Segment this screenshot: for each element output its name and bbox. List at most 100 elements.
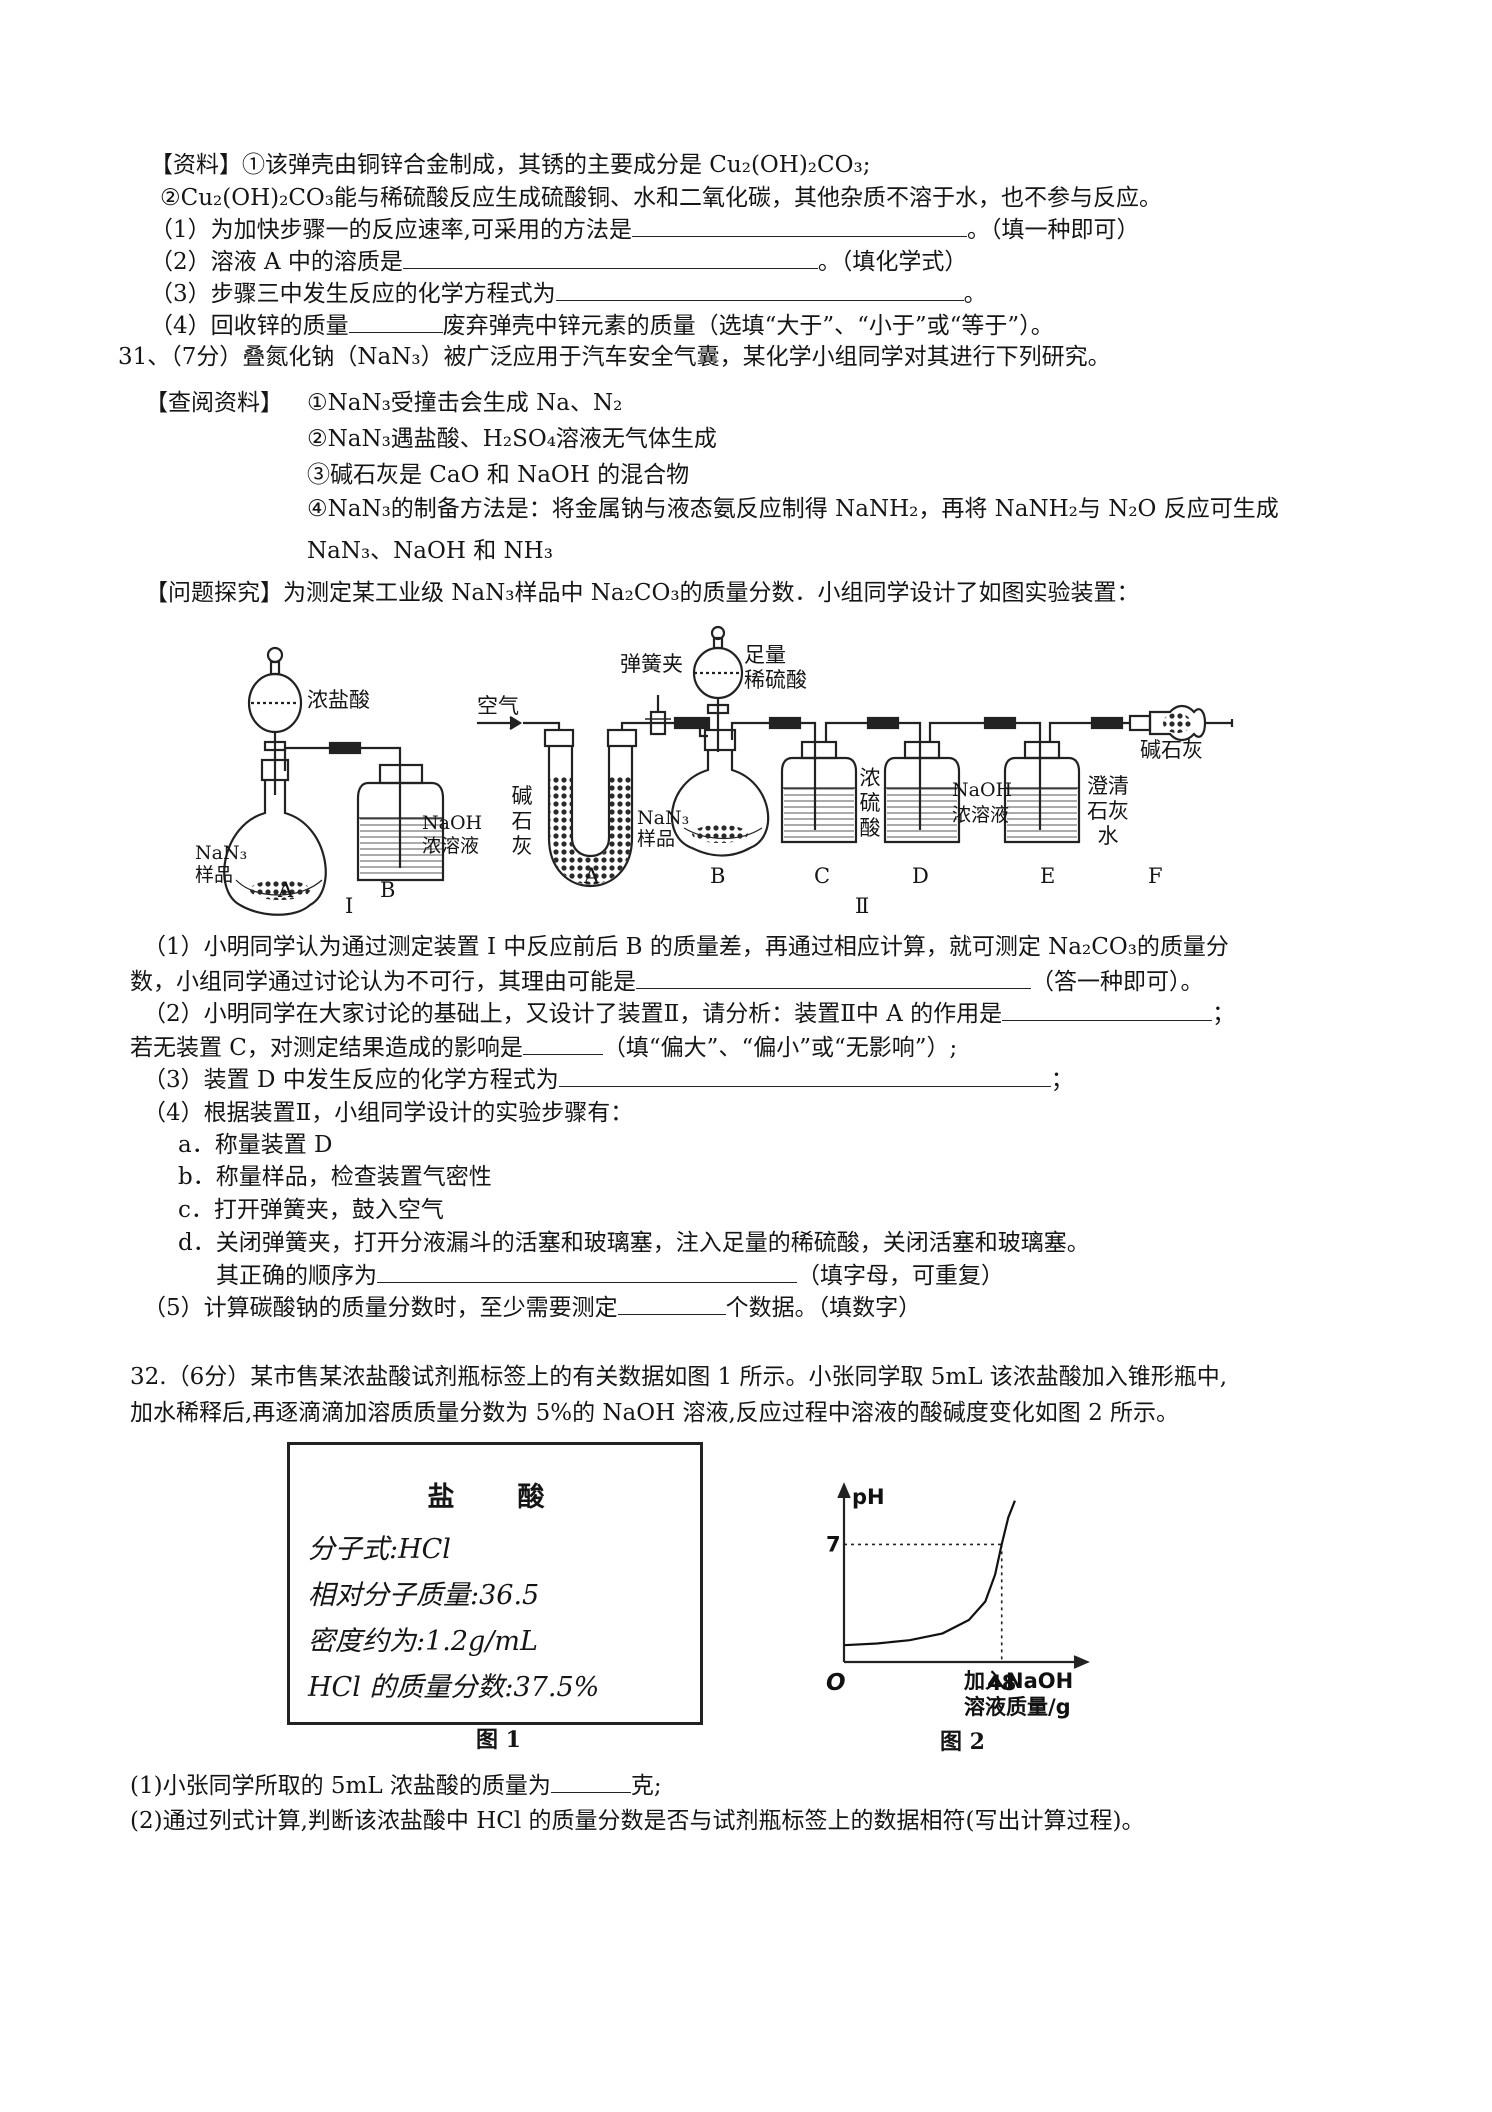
sec31-step-d: d．关闭弹簧夹，打开分液漏斗的活塞和玻璃塞，注入足量的稀硫酸，关闭活塞和玻璃塞。 xyxy=(178,1230,1090,1256)
sec31-q2b: 若无装置 C，对测定结果造成的影响是（填“偏大”、“偏小”或“无影响”）; xyxy=(130,1032,957,1063)
label-conc-h2so4-C: 浓硫酸 xyxy=(859,766,881,840)
reagent-label-formula: 分子式:HCl xyxy=(308,1534,451,1565)
sec30-q1: （1）为加快步骤一的反应速率,可采用的方法是 。（填一种即可） xyxy=(150,214,1139,245)
label-enough: 足量 xyxy=(744,643,786,667)
reagent-label-mr: 相对分子质量:36.5 xyxy=(308,1580,540,1611)
ph-chart-x-arrow xyxy=(1073,1655,1090,1669)
sec30-q3-blank[interactable] xyxy=(555,278,964,301)
sec31-q1-blank[interactable] xyxy=(636,966,1031,989)
sec32-line2: 加水稀释后,再逐滴滴加溶质质量分数为 5%的 NaOH 溶液,反应过程中溶液的酸… xyxy=(130,1400,1180,1426)
sec30-q1-end: 。（填一种即可） xyxy=(966,217,1140,243)
label-nan3-sample-II: NaN₃样品 xyxy=(637,807,690,850)
label-II-E: E xyxy=(1040,864,1056,888)
sec32-q1-text: (1)小张同学所取的 5mL 浓盐酸的质量为 xyxy=(130,1773,551,1799)
sec31-q5: （5）计算碳酸钠的质量分数时，至少需要测定个数据。（填数字） xyxy=(143,1292,921,1323)
sec31-order: 其正确的顺序为 （填字母，可重复） xyxy=(216,1260,1004,1291)
ph-chart-x-tick-48: 48 xyxy=(987,1671,1016,1695)
sec32-q1-end: 克; xyxy=(630,1773,662,1799)
label-naoh-D-2: 浓溶液 xyxy=(952,804,1010,826)
reagent-label-fraction: HCl 的质量分数:37.5% xyxy=(308,1672,600,1703)
sec31-q2a: （2）小明同学在大家讨论的基础上，又设计了装置Ⅱ，请分析：装置Ⅱ中 A 的作用是… xyxy=(143,998,1235,1029)
label-I-A: A xyxy=(278,878,294,902)
label-apparatus-II: Ⅱ xyxy=(855,894,870,918)
sec30-q2-text: （2）溶液 A 中的溶质是 xyxy=(150,249,403,275)
sec31-q2a-blank[interactable] xyxy=(1002,998,1213,1021)
sec31-ref3: ③碱石灰是 CaO 和 NaOH 的混合物 xyxy=(307,462,690,488)
reagent-label-title: 盐 酸 xyxy=(427,1482,563,1513)
sec31-q1b: 数，小组同学通过讨论认为不可行，其理由可能是 （答一种即可）。 xyxy=(130,966,1204,997)
sec31-order-end: （填字母，可重复） xyxy=(797,1263,1004,1289)
reagent-label-box: 盐 酸 分子式:HCl 相对分子质量:36.5 密度约为:1.2g/mL HCl… xyxy=(287,1442,703,1725)
ph-chart-origin-label: O xyxy=(826,1670,846,1696)
sec30-q2-end: 。（填化学式） xyxy=(817,249,968,275)
sec31-q1b-end: （答一种即可）。 xyxy=(1031,969,1204,995)
sec31-q2b-blank[interactable] xyxy=(522,1032,603,1055)
sec30-info1: 【资料】①该弹壳由铜锌合金制成，其锈的主要成分是 Cu₂(OH)₂CO₃; xyxy=(150,152,871,178)
apparatus-II-utube-A xyxy=(523,721,700,887)
sec31-q1a: （1）小明同学认为通过测定装置 I 中反应前后 B 的质量差，再通过相应计算，就… xyxy=(143,934,1229,960)
sec31-step-b: b．称量样品，检查装置气密性 xyxy=(178,1164,492,1190)
label-I-B: B xyxy=(380,878,396,902)
sec31-q3: （3）装置 D 中发生反应的化学方程式为 ； xyxy=(143,1064,1074,1095)
sec30-q4: （4）回收锌的质量 废弃弹壳中锌元素的质量（选填“大于”、“小于”或“等于”）。 xyxy=(150,310,1054,341)
sec30-q1-text: （1）为加快步骤一的反应速率,可采用的方法是 xyxy=(150,217,632,243)
label-II-A: A xyxy=(584,864,600,888)
label-soda-lime-F: 碱石灰 xyxy=(1140,738,1203,762)
fig1-caption: 图 1 xyxy=(476,1727,521,1753)
sec31-ref4: ④NaN₃的制备方法是：将金属钠与液态氨反应制得 NaNH₂，再将 NaNH₂与… xyxy=(307,496,1279,522)
apparatus-II-bottle-C xyxy=(780,716,922,844)
ph-chart-y-arrow xyxy=(837,1482,851,1499)
sec30-q4-text: （4）回收锌的质量 xyxy=(150,313,349,339)
sec32-q1: (1)小张同学所取的 5mL 浓盐酸的质量为 克; xyxy=(130,1770,662,1801)
sec31-q1b-text: 数，小组同学通过讨论认为不可行，其理由可能是 xyxy=(130,969,636,995)
label-II-F: F xyxy=(1148,864,1163,888)
sec32-q2: (2)通过列式计算,判断该浓盐酸中 HCl 的质量分数是否与试剂瓶标签上的数据相… xyxy=(130,1808,1145,1834)
label-conc-hcl: 浓盐酸 xyxy=(307,688,370,712)
sec32-q1-blank[interactable] xyxy=(550,1770,631,1793)
sec31-q3-end: ； xyxy=(1050,1067,1074,1093)
ph-chart-x-label-line2: 溶液质量/g xyxy=(964,1695,1071,1719)
sec31-ref2: ②NaN₃遇盐酸、H₂SO₄溶液无气体生成 xyxy=(307,426,717,452)
ph-chart-x-label-line1: 加入NaOH xyxy=(963,1669,1073,1693)
sec31-step-a: a．称量装置 D xyxy=(178,1132,333,1158)
fig2-caption: 图 2 xyxy=(940,1729,985,1755)
sec31-ref1: ①NaN₃受撞击会生成 Na、N₂ xyxy=(307,390,623,416)
sec31-order-text: 其正确的顺序为 xyxy=(216,1263,377,1289)
sec31-q3-text: （3）装置 D 中发生反应的化学方程式为 xyxy=(143,1067,559,1093)
ph-chart-series-line xyxy=(843,1500,1016,1647)
sec31-q5-blank[interactable] xyxy=(617,1292,726,1315)
sec30-info2: ②Cu₂(OH)₂CO₃能与稀硫酸反应生成硫酸铜、水和二氧化碳，其他杂质不溶于水… xyxy=(160,185,1163,211)
sec31-ref-label: 【查阅资料】 xyxy=(145,390,283,416)
sec30-q4-end: 废弃弹壳中锌元素的质量（选填“大于”、“小于”或“等于”）。 xyxy=(442,313,1054,339)
sec31-q2b-text: 若无装置 C，对测定结果造成的影响是 xyxy=(130,1035,523,1061)
sec31-q4: （4）根据装置Ⅱ，小组同学设计的实验步骤有： xyxy=(143,1100,634,1126)
sec30-q1-blank[interactable] xyxy=(631,214,967,237)
ph-chart-y-label: pH xyxy=(852,1485,885,1509)
sec30-q3: （3）步骤三中发生反应的化学方程式为 。 xyxy=(150,278,987,309)
spring-clip xyxy=(645,695,711,736)
label-II-B: B xyxy=(710,864,726,888)
ph-chart-y-tick-7: 7 xyxy=(826,1532,841,1556)
sec31-order-blank[interactable] xyxy=(377,1260,797,1283)
label-II-D: D xyxy=(912,864,929,888)
sec30-q2: （2）溶液 A 中的溶质是 。（填化学式） xyxy=(150,246,967,277)
sec31-step-c: c．打开弹簧夹，鼓入空气 xyxy=(178,1197,444,1223)
sec31-q2a-text: （2）小明同学在大家讨论的基础上，又设计了装置Ⅱ，请分析：装置Ⅱ中 A 的作用是 xyxy=(143,1001,1003,1027)
label-nan3-sample-I: NaN₃样品 xyxy=(195,842,248,886)
label-spring-clip: 弹簧夹 xyxy=(620,652,683,676)
sec31-explore: 【问题探究】为测定某工业级 NaN₃样品中 Na₂CO₃的质量分数．小组同学设计… xyxy=(145,580,1140,606)
ph-chart: pH 7 48 O 加入NaOH 溶液质量/g xyxy=(826,1482,1090,1719)
sec31-q3-blank[interactable] xyxy=(558,1064,1051,1087)
sec30-q2-blank[interactable] xyxy=(402,246,818,269)
label-naoh-D-1: NaOH xyxy=(952,779,1013,801)
reagent-label-density: 密度约为:1.2g/mL xyxy=(308,1626,538,1657)
apparatus-II-drying-tube-F xyxy=(1128,704,1234,742)
sec30-q3-end: 。 xyxy=(963,281,987,307)
label-dilute-h2so4: 稀硫酸 xyxy=(744,668,807,692)
sec30-q4-blank[interactable] xyxy=(348,310,443,333)
label-limewater-E: 澄清石灰水 xyxy=(1087,774,1129,848)
sec31-ref4b: NaN₃、NaOH 和 NH₃ xyxy=(307,538,553,564)
sec30-q3-text: （3）步骤三中发生反应的化学方程式为 xyxy=(150,281,556,307)
label-air: 空气 xyxy=(477,694,519,718)
